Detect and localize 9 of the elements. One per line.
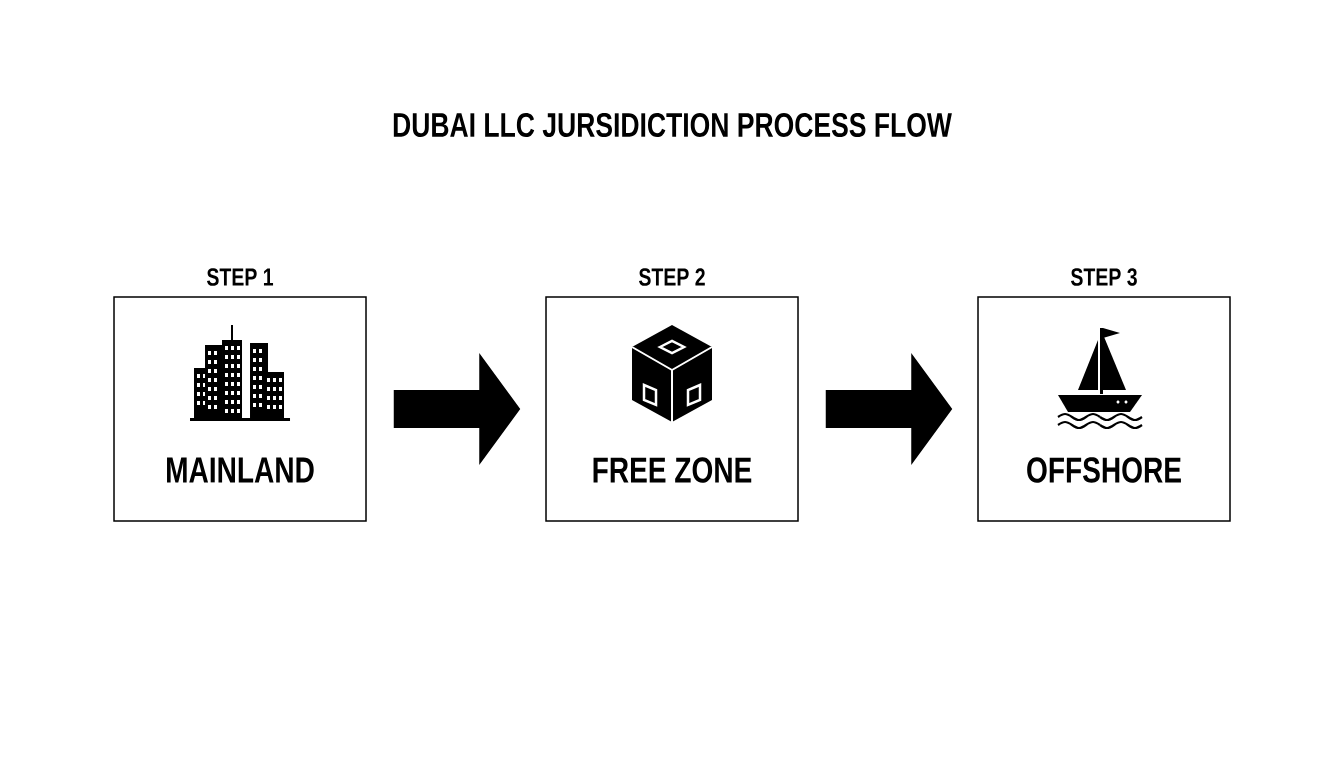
arrow xyxy=(825,353,953,465)
arrow xyxy=(393,353,521,465)
step-label: STEP 3 xyxy=(1070,268,1137,286)
process-box: FREE ZONE xyxy=(545,296,799,522)
step-label: STEP 2 xyxy=(639,268,705,286)
title: DUBAI LLC JURSIDICTION PROCESS FLOW xyxy=(393,112,952,138)
process-box: MAINLAND xyxy=(113,296,367,522)
step-label: STEP 1 xyxy=(207,268,274,286)
process-box: OFFSHORE xyxy=(977,296,1231,522)
